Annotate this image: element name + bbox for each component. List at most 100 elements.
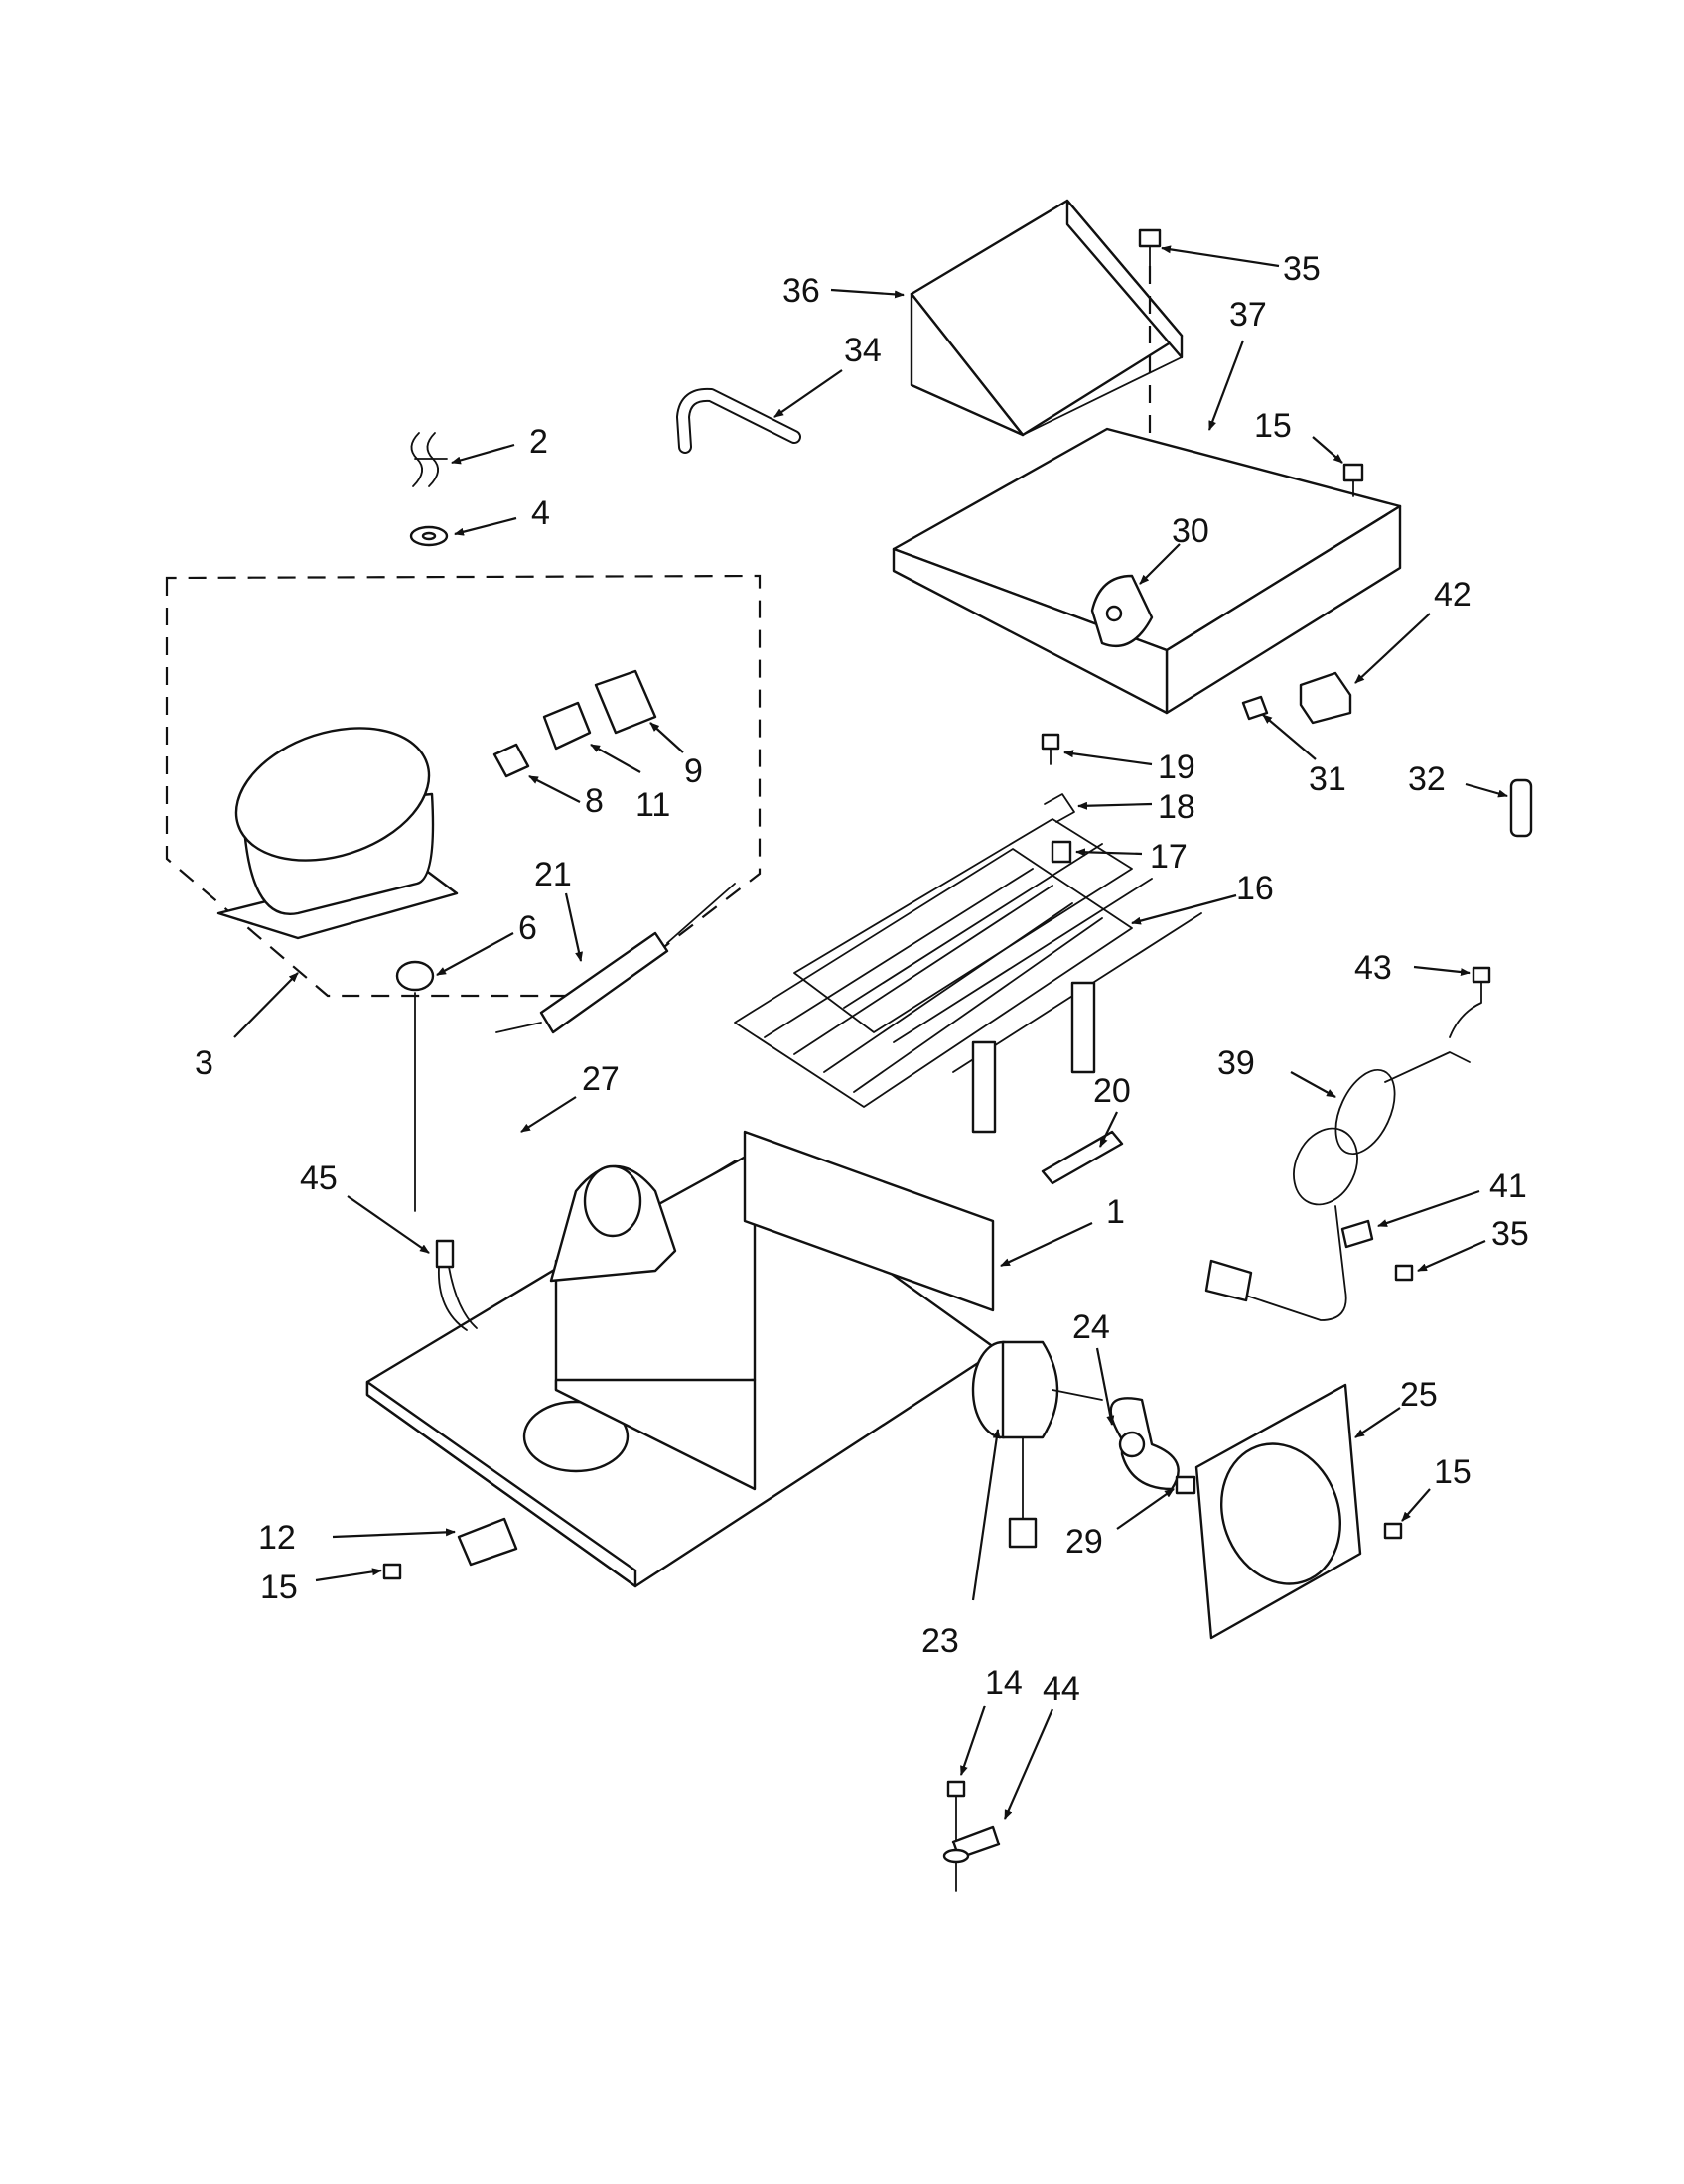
leader-35-lower <box>1417 1239 1486 1273</box>
part-19-screw <box>1041 733 1060 765</box>
leader-1 <box>1000 1222 1093 1267</box>
leader-23 <box>971 1429 1001 1601</box>
callout-29: 29 <box>1065 1523 1103 1561</box>
callout-3: 3 <box>195 1044 213 1082</box>
part-30-pivot <box>1090 574 1154 648</box>
part-14-screw <box>946 1780 966 1892</box>
leader-12 <box>332 1528 456 1539</box>
part-37-bracket <box>892 427 1402 715</box>
callout-39: 39 <box>1217 1044 1255 1082</box>
callout-24: 24 <box>1072 1308 1110 1346</box>
part-6-grommet <box>395 960 435 1212</box>
callout-19: 19 <box>1158 749 1195 786</box>
callout-32: 32 <box>1408 760 1446 798</box>
callout-20: 20 <box>1093 1072 1131 1110</box>
part-43-screw <box>1449 966 1491 1038</box>
callout-43: 43 <box>1354 949 1392 987</box>
leader-29 <box>1116 1488 1175 1530</box>
part-45-harness <box>435 1239 478 1331</box>
part-18-wire <box>1044 793 1075 823</box>
part-35-screw-lower <box>1394 1264 1414 1282</box>
part-3-compressor-assembly <box>165 574 762 998</box>
part-9-cover <box>594 669 657 735</box>
callout-15-upper: 15 <box>1254 407 1292 445</box>
callout-36: 36 <box>782 272 820 310</box>
leader-4 <box>454 516 517 536</box>
part-27-mount <box>549 1164 677 1283</box>
part-23-motor <box>971 1340 1103 1549</box>
leader-9 <box>649 722 684 753</box>
part-15-screw-upper <box>1342 463 1364 497</box>
leader-43 <box>1413 965 1471 977</box>
leader-20 <box>1099 1111 1118 1148</box>
leader-3 <box>233 972 299 1038</box>
part-17-clip <box>1051 840 1072 864</box>
leader-16 <box>1131 893 1237 925</box>
part-36-cover <box>910 199 1184 437</box>
callout-12: 12 <box>258 1519 296 1557</box>
part-12-capacitor <box>457 1517 518 1567</box>
part-1-base <box>365 1130 1000 1588</box>
leader-21 <box>564 892 583 962</box>
leader-15-right <box>1401 1488 1431 1522</box>
leader-15-left <box>315 1568 382 1582</box>
leader-44 <box>1003 1708 1054 1820</box>
leader-8 <box>528 775 581 803</box>
part-compressor <box>216 727 459 940</box>
callout-14: 14 <box>985 1664 1023 1702</box>
leader-32 <box>1465 782 1508 798</box>
leader-2 <box>451 443 515 465</box>
callout-31: 31 <box>1309 760 1346 798</box>
leader-17 <box>1075 848 1143 857</box>
leader-31 <box>1262 714 1317 760</box>
callout-2: 2 <box>529 423 548 461</box>
callout-21: 21 <box>534 856 572 893</box>
leader-11 <box>590 744 641 773</box>
callout-16: 16 <box>1236 870 1274 907</box>
callout-15-left: 15 <box>260 1569 298 1606</box>
leader-25 <box>1354 1407 1401 1438</box>
callout-1: 1 <box>1106 1193 1125 1231</box>
part-15-screw-right <box>1383 1522 1403 1540</box>
leader-34 <box>773 369 843 418</box>
part-21-drier <box>495 883 736 1034</box>
leader-18 <box>1077 801 1153 810</box>
callout-42: 42 <box>1434 576 1472 614</box>
leader-41 <box>1377 1189 1480 1228</box>
callout-17: 17 <box>1150 838 1188 876</box>
part-20-heater <box>1041 1130 1124 1185</box>
part-42-clip <box>1299 671 1352 725</box>
callout-44: 44 <box>1043 1670 1080 1707</box>
part-39-cord <box>1204 1051 1471 1321</box>
callout-9: 9 <box>684 752 703 790</box>
callout-37: 37 <box>1229 296 1267 334</box>
callout-35-lower: 35 <box>1491 1215 1529 1253</box>
callout-25: 25 <box>1400 1376 1438 1414</box>
callout-6: 6 <box>518 909 537 947</box>
callout-23: 23 <box>921 1622 959 1660</box>
leader-15-upper <box>1312 436 1343 464</box>
leader-35-top <box>1161 245 1280 268</box>
part-32-pin <box>1509 778 1533 838</box>
callout-4: 4 <box>531 494 550 532</box>
callout-27: 27 <box>582 1060 620 1098</box>
part-16-evaporator <box>734 818 1202 1134</box>
part-41-clamp <box>1340 1219 1374 1249</box>
leader-30 <box>1139 543 1181 585</box>
leader-36 <box>830 288 905 299</box>
callout-18: 18 <box>1158 788 1195 826</box>
part-31-screw <box>1241 695 1269 721</box>
part-2-clip <box>410 432 448 487</box>
part-34-tube <box>676 387 801 454</box>
part-29-clip <box>1175 1475 1196 1495</box>
part-8-overload <box>492 743 530 778</box>
leader-14 <box>959 1705 987 1776</box>
leader-27 <box>520 1096 577 1133</box>
callout-35-top: 35 <box>1283 250 1321 288</box>
callout-8: 8 <box>585 782 604 820</box>
leader-39 <box>1290 1071 1336 1098</box>
callout-41: 41 <box>1489 1167 1527 1205</box>
leader-45 <box>347 1195 430 1254</box>
part-25-shroud <box>1194 1383 1362 1640</box>
